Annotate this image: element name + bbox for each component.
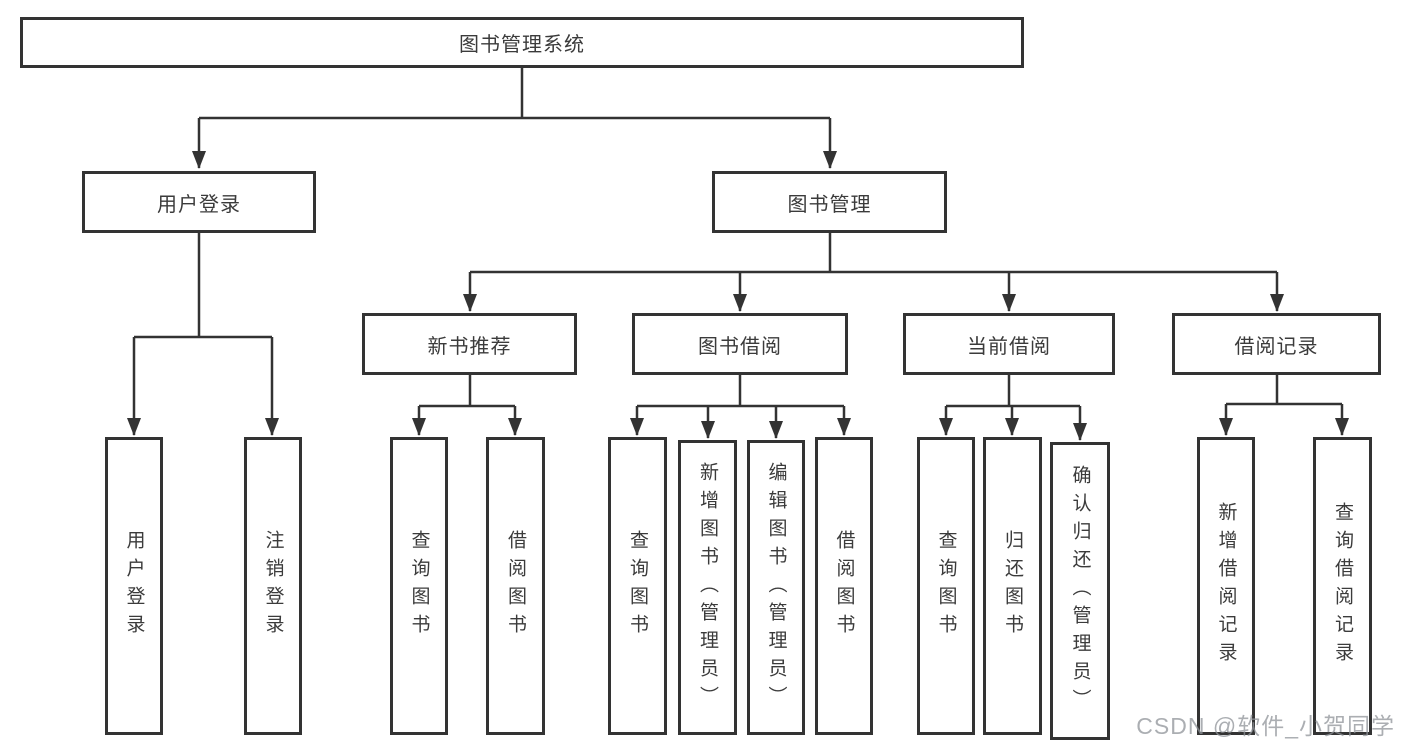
leaf-user-login-label: 用户登录: [123, 530, 145, 642]
leaf-records-query: 查询借阅记录: [1313, 437, 1372, 735]
leaf-records-query-label: 查询借阅记录: [1332, 502, 1353, 670]
node-library-system-label: 图书管理系统: [459, 34, 585, 56]
leaf-current-confirm: 确认归还（管理员）: [1050, 442, 1110, 740]
node-current-borrowing-label: 当前借阅: [967, 335, 1051, 358]
leaf-newbook-query: 查询图书: [390, 437, 448, 735]
node-book-borrowing: 图书借阅: [632, 313, 848, 375]
leaf-borrow-edit-label: 编辑图书（管理员）: [765, 461, 787, 714]
leaf-newbook-borrow-label: 借阅图书: [505, 530, 526, 642]
leaf-borrow-edit: 编辑图书（管理员）: [747, 440, 805, 735]
leaf-borrow-add: 新增图书（管理员）: [678, 440, 737, 735]
node-borrow-records-label: 借阅记录: [1234, 335, 1319, 358]
leaf-records-add-label: 新增借阅记录: [1215, 502, 1237, 670]
leaf-newbook-borrow: 借阅图书: [486, 437, 545, 735]
node-new-book-recommend: 新书推荐: [362, 313, 577, 375]
leaf-borrow-add-label: 新增图书（管理员）: [697, 461, 718, 714]
node-book-management-label: 图书管理: [787, 193, 872, 216]
leaf-user-login: 用户登录: [105, 437, 163, 735]
node-book-borrowing-label: 图书借阅: [698, 335, 782, 358]
leaf-newbook-query-label: 查询图书: [408, 530, 430, 642]
node-user-login: 用户登录: [82, 171, 316, 233]
leaf-borrow-borrow: 借阅图书: [815, 437, 873, 735]
node-book-management: 图书管理: [712, 171, 947, 233]
leaf-current-query-label: 查询图书: [935, 530, 957, 642]
leaf-logout: 注销登录: [244, 437, 302, 735]
node-library-system: 图书管理系统: [20, 17, 1024, 68]
leaf-logout-label: 注销登录: [262, 530, 284, 642]
leaf-borrow-query: 查询图书: [608, 437, 667, 735]
leaf-current-return: 归还图书: [983, 437, 1042, 735]
node-borrow-records: 借阅记录: [1172, 313, 1381, 375]
leaf-current-query: 查询图书: [917, 437, 975, 735]
leaf-current-return-label: 归还图书: [1002, 530, 1023, 642]
leaf-records-add: 新增借阅记录: [1197, 437, 1255, 735]
node-new-book-recommend-label: 新书推荐: [427, 335, 512, 358]
node-current-borrowing: 当前借阅: [903, 313, 1115, 375]
node-user-login-label: 用户登录: [157, 193, 241, 216]
leaf-borrow-borrow-label: 借阅图书: [833, 530, 855, 642]
leaf-borrow-query-label: 查询图书: [627, 530, 648, 642]
leaf-current-confirm-label: 确认归还（管理员）: [1069, 465, 1091, 717]
